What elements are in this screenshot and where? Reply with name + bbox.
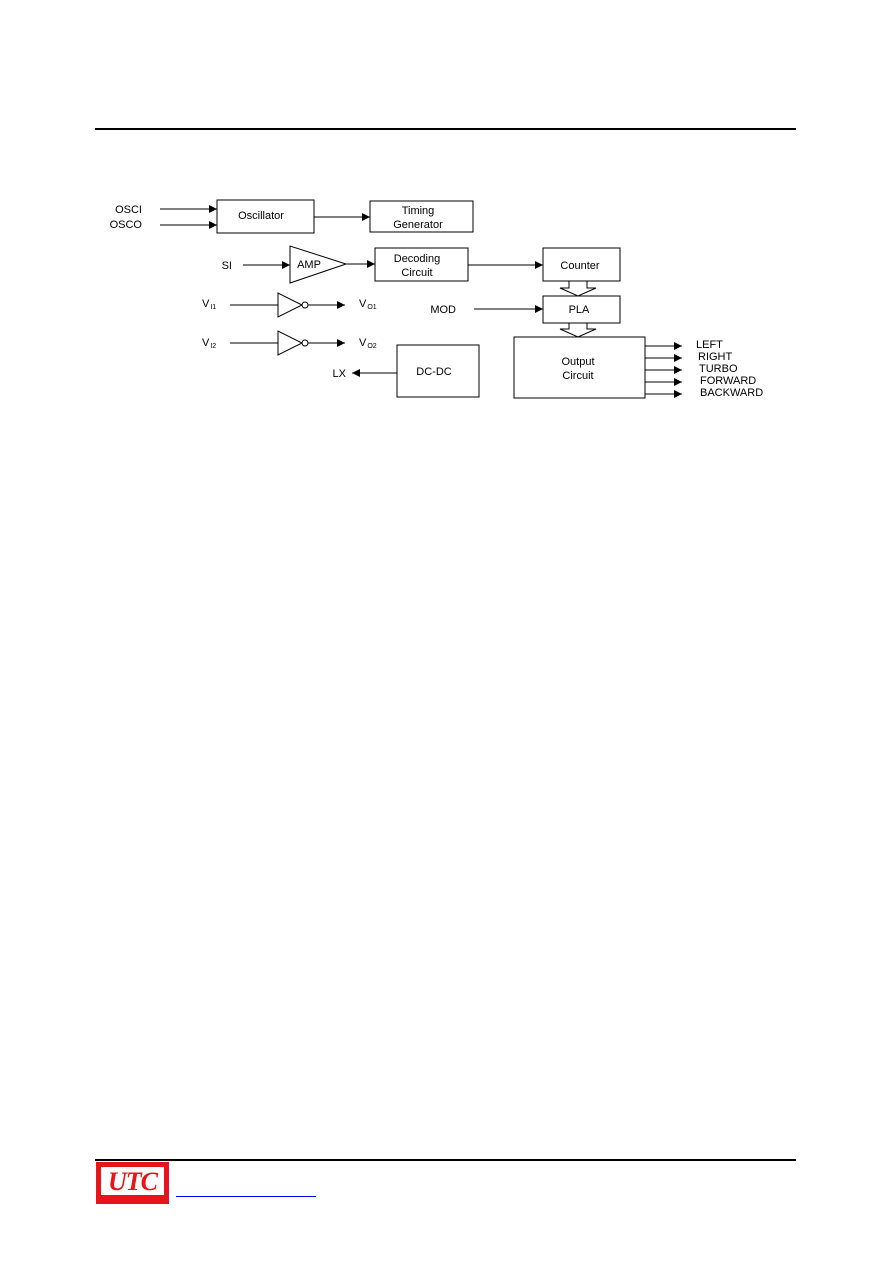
label-vo1: VO1 <box>359 298 377 311</box>
decoding-circuit-block <box>374 247 469 282</box>
inverter-1 <box>277 292 304 318</box>
label-osci: OSCI <box>115 204 142 216</box>
dcdc-label: DC-DC <box>416 366 451 378</box>
signal-left: LEFT <box>696 339 723 351</box>
output-label-2: Circuit <box>562 370 593 382</box>
timing-generator-block <box>369 200 474 233</box>
label-v2: VI2 <box>202 337 216 350</box>
dcdc-block <box>396 344 480 398</box>
label-lx: LX <box>333 368 347 380</box>
utc-logo-frame: UTC <box>100 1166 165 1196</box>
bus-arrow-counter-pla <box>559 280 597 297</box>
oscillator-block <box>216 199 315 234</box>
timing-label-1: Timing <box>402 205 435 217</box>
utc-logo-text: UTC <box>108 1167 158 1196</box>
label-vo2: VO2 <box>359 337 377 350</box>
pla-label: PLA <box>569 304 590 316</box>
inverter-1-bubble <box>301 301 309 309</box>
label-mod: MOD <box>430 304 456 316</box>
pla-block <box>542 295 621 324</box>
signal-turbo: TURBO <box>699 363 738 375</box>
footer-rule <box>95 1159 796 1161</box>
label-osco: OSCO <box>110 219 143 231</box>
timing-label-2: Generator <box>393 219 443 231</box>
signal-right: RIGHT <box>698 351 733 363</box>
decoding-label-2: Circuit <box>401 267 432 279</box>
bus-arrow-pla-output <box>559 322 597 338</box>
block-diagram: OSCI OSCO Oscillator Timing Generator SI… <box>110 199 763 399</box>
header-rule <box>95 128 796 130</box>
label-si: SI <box>222 260 232 272</box>
oscillator-label: Oscillator <box>238 210 284 222</box>
output-label-1: Output <box>561 356 594 368</box>
label-v1: VI1 <box>202 298 216 311</box>
inverter-2 <box>277 330 304 356</box>
counter-label: Counter <box>560 260 599 272</box>
amp-triangle <box>289 245 348 284</box>
inverter-2-bubble <box>301 339 309 347</box>
counter-block <box>542 247 621 282</box>
amp-label: AMP <box>297 259 321 271</box>
output-circuit-block <box>513 336 646 399</box>
signal-forward: FORWARD <box>700 375 756 387</box>
utc-logo: UTC <box>96 1162 169 1204</box>
decoding-label-1: Decoding <box>394 253 440 265</box>
signal-backward: BACKWARD <box>700 387 763 399</box>
website-link[interactable] <box>176 1180 316 1197</box>
